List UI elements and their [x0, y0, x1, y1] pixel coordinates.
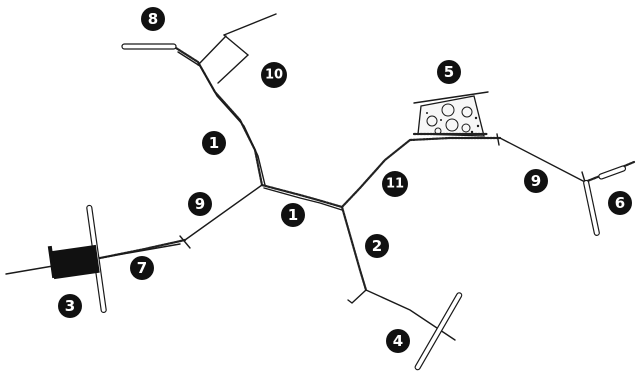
tube-10-side-a — [197, 35, 227, 66]
weight-basket — [412, 91, 489, 137]
segment-2-rope — [340, 205, 368, 292]
badge-6-label: 6 — [615, 194, 625, 212]
basket-body — [417, 95, 485, 137]
badge-3-label: 3 — [65, 297, 75, 315]
badge-9-left-label: 9 — [195, 195, 205, 213]
segment-top-left-rope-twin — [177, 51, 266, 186]
segment-4-line — [365, 289, 456, 341]
badge-8-label: 8 — [148, 10, 158, 28]
badge-7-label: 7 — [137, 259, 147, 277]
tick-7 — [179, 235, 191, 249]
badge-11-label: 11 — [386, 177, 404, 192]
badge-10: 10 — [261, 62, 287, 88]
spool-coil — [47, 244, 100, 280]
tube-6-top — [598, 165, 627, 180]
badge-11: 11 — [382, 171, 408, 197]
badge-3: 3 — [58, 294, 82, 318]
spool-rim — [47, 245, 57, 279]
spool-body — [50, 244, 100, 280]
badge-4-label: 4 — [393, 332, 403, 350]
basket-dots — [426, 112, 480, 134]
badge-1-upper: 1 — [202, 131, 226, 155]
badge-6: 6 — [608, 191, 632, 215]
tube-10-side-b — [223, 34, 249, 56]
tube-10-top — [223, 13, 277, 36]
segment-11-rope — [340, 138, 412, 209]
tube-8 — [121, 43, 177, 50]
badges: 8 10 1 9 1 7 3 5 — [58, 7, 632, 353]
badge-1-center-label: 1 — [288, 206, 298, 224]
badge-5-label: 5 — [444, 63, 454, 81]
badge-2: 2 — [365, 234, 389, 258]
badge-8: 8 — [141, 7, 165, 31]
badge-1-upper-label: 1 — [209, 134, 219, 152]
segment-right-rope — [408, 136, 502, 142]
badge-9-right-label: 9 — [531, 172, 541, 190]
badge-2-label: 2 — [372, 237, 382, 255]
badge-10-label: 10 — [265, 68, 283, 83]
badge-9-left: 9 — [188, 192, 212, 216]
badge-5: 5 — [437, 60, 461, 84]
segment-4-hook — [347, 289, 367, 304]
basket-top-bar — [413, 91, 489, 104]
tube-4 — [414, 292, 463, 371]
tick-right — [496, 133, 500, 146]
segment-9-right-line — [499, 137, 586, 183]
segment-center-rope — [260, 183, 344, 209]
badge-7: 7 — [130, 256, 154, 280]
tube-6 — [583, 179, 600, 236]
segment-center-rope-twin — [263, 187, 343, 211]
tube-10-side-c — [217, 54, 249, 84]
segment-top-left-rope — [174, 46, 264, 187]
spool-shaft-right — [99, 243, 181, 259]
badge-9-right: 9 — [524, 169, 548, 193]
segment-left-line — [184, 184, 263, 241]
badge-4: 4 — [386, 329, 410, 353]
badge-1-center: 1 — [281, 203, 305, 227]
